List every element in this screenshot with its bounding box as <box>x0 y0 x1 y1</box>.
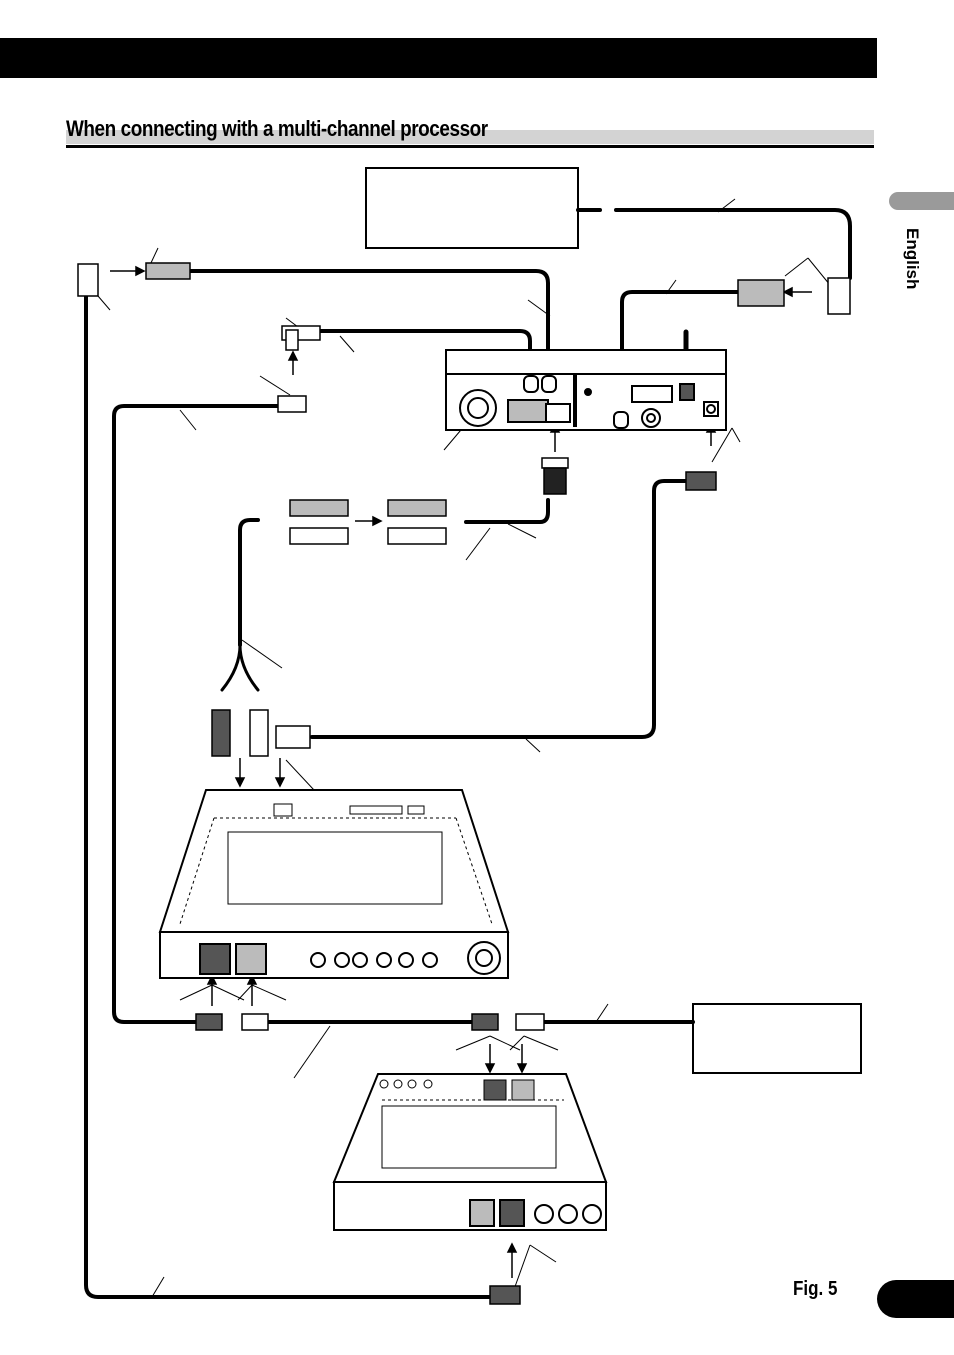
cable-rca-head <box>464 498 550 524</box>
cable-left-u <box>112 404 280 1024</box>
cable-top-horizontal <box>188 269 550 380</box>
figure-label: Fig. 5 <box>793 1278 838 1300</box>
cable-upper-box-right <box>576 208 852 280</box>
upper-source-box <box>365 167 579 249</box>
language-tab-marker <box>889 192 954 210</box>
cable-y-down <box>220 643 260 692</box>
page-number-tab <box>877 1280 954 1318</box>
head-unit <box>445 349 727 431</box>
cable-second <box>318 329 532 380</box>
connectors <box>77 262 851 1305</box>
cables <box>84 208 852 1299</box>
cable-left-long <box>84 294 494 1299</box>
callout-lines <box>97 198 831 1298</box>
second-processor <box>332 1073 608 1231</box>
cable-head-right <box>620 290 742 420</box>
cable-y-split <box>238 518 260 647</box>
title-band <box>66 130 874 144</box>
multi-channel-processor <box>158 789 510 979</box>
section-title: When connecting with a multi-channel pro… <box>66 116 488 141</box>
title-rule <box>66 145 874 148</box>
header-bar <box>0 38 877 78</box>
cable-proc-right <box>310 479 688 739</box>
lower-right-box <box>692 1003 862 1074</box>
section-header: When connecting with a multi-channel pro… <box>66 114 874 148</box>
